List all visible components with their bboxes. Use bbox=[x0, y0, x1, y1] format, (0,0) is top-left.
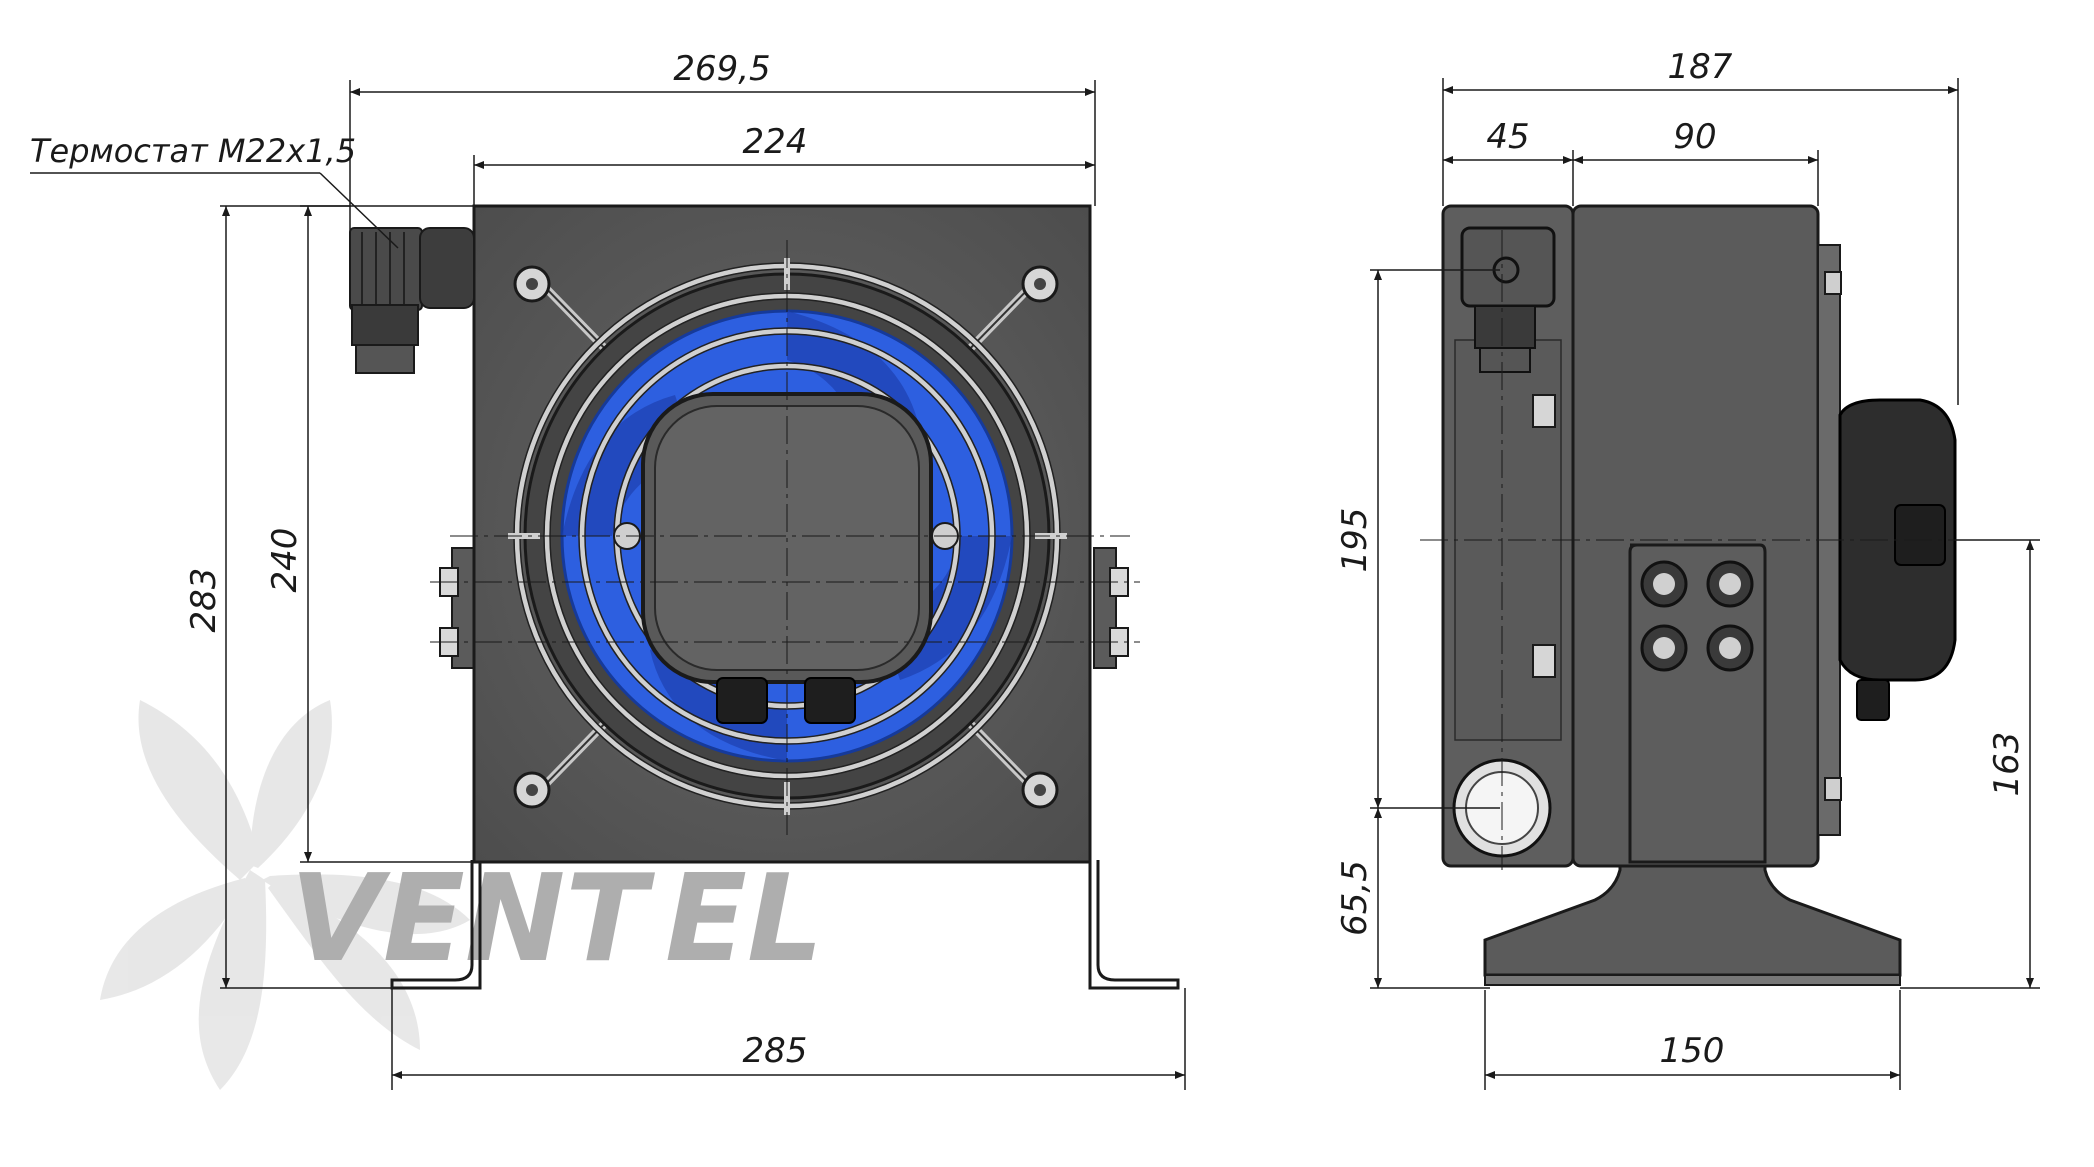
side-fan-motor bbox=[1838, 398, 1957, 721]
dim-overall-height: 283 bbox=[184, 568, 224, 633]
logo-text-el: EL bbox=[665, 850, 823, 989]
dim-foot-width: 150 bbox=[1660, 1031, 1725, 1071]
thermostat-label: Термостат М22х1,5 bbox=[30, 132, 356, 170]
side-thermostat bbox=[1460, 226, 1556, 373]
dim-plate-height: 240 bbox=[265, 528, 305, 593]
front-mounting-bracket bbox=[390, 860, 1180, 990]
dim-port-spacing: 195 bbox=[1335, 508, 1375, 573]
side-bracket-bolts bbox=[1640, 560, 1754, 672]
thermostat-connector bbox=[349, 227, 475, 374]
side-view: 187 45 90 195 65,5 163 150 bbox=[1335, 47, 2040, 1090]
dim-left-part: 45 bbox=[1486, 117, 1529, 157]
side-bracket-plate bbox=[1628, 543, 1767, 864]
dim-fan-axis-height: 163 bbox=[1987, 732, 2027, 797]
dim-base-width: 285 bbox=[743, 1031, 808, 1071]
dim-overall-width: 269,5 bbox=[673, 49, 770, 89]
terminal-connectors bbox=[716, 677, 856, 724]
front-dimension-lines bbox=[30, 80, 1186, 1090]
dim-core: 90 bbox=[1673, 117, 1716, 157]
dim-lower-port-height: 65,5 bbox=[1335, 860, 1375, 936]
front-view: 269,5 224 283 240 285 Термостат М22х1,5 bbox=[30, 49, 1186, 1090]
side-dimension-lines bbox=[1370, 78, 2040, 1090]
dim-plate-width: 224 bbox=[743, 122, 808, 162]
dim-overall-depth: 187 bbox=[1668, 47, 1733, 87]
side-mounting-foot bbox=[1483, 860, 1902, 977]
